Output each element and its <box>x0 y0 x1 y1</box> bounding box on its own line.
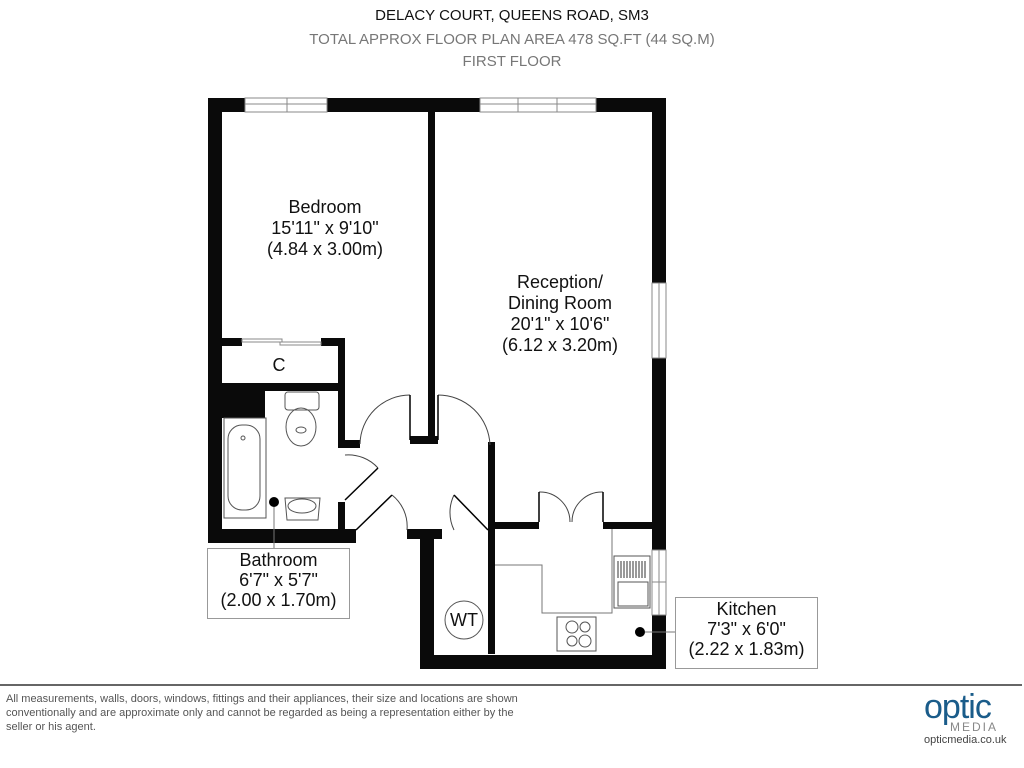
bathroom-imperial: 6'7" x 5'7" <box>239 570 318 590</box>
reception-window-top <box>479 97 597 113</box>
bedroom-name: Bedroom <box>288 197 362 217</box>
wash-basin <box>284 497 321 521</box>
bedroom-metric: (4.84 x 3.00m) <box>266 239 384 259</box>
logo-wordmark: optic <box>924 688 992 726</box>
kitchen-window <box>651 549 667 616</box>
logo-subtitle: MEDIA <box>950 720 999 734</box>
toilet <box>284 391 320 447</box>
kitchen-worktop <box>495 529 613 614</box>
reception-metric: (6.12 x 3.20m) <box>501 335 619 355</box>
bathroom-metric: (2.00 x 1.70m) <box>220 590 337 610</box>
bathroom-name: Bathroom <box>239 550 318 570</box>
reception-name-line1: Reception/ <box>516 272 604 292</box>
floor-level: FIRST FLOOR <box>462 53 562 70</box>
bedroom-label: Bedroom 15'11" x 9'10" (4.84 x 3.00m) <box>222 197 428 260</box>
reception-window-side <box>651 282 667 359</box>
footer-divider <box>0 684 1022 686</box>
optic-media-logo: optic MEDIA opticmedia.co.uk <box>924 690 1024 750</box>
kitchen-name: Kitchen <box>716 599 777 619</box>
water-tank-label: WT <box>450 610 478 630</box>
reception-imperial: 20'1" x 10'6" <box>510 314 610 334</box>
bedroom-window <box>244 97 328 113</box>
property-address: DELACY COURT, QUEENS ROAD, SM3 <box>375 7 649 24</box>
bedroom-imperial: 15'11" x 9'10" <box>271 218 379 238</box>
bath-tub <box>223 417 267 519</box>
kitchen-sink <box>613 555 651 609</box>
door-swings <box>344 394 604 531</box>
logo-website: opticmedia.co.uk <box>924 734 1007 746</box>
kitchen-marker-dot <box>635 627 645 637</box>
cupboard-sliding-door <box>241 338 322 346</box>
reception-name-line2: Dining Room <box>507 293 613 313</box>
reception-label: Reception/ Dining Room 20'1" x 10'6" (6.… <box>470 272 650 356</box>
hob-cooker <box>556 616 597 652</box>
total-floor-area: TOTAL APPROX FLOOR PLAN AREA 478 SQ.FT (… <box>309 31 715 48</box>
disclaimer-text: All measurements, walls, doors, windows,… <box>6 693 518 733</box>
bathroom-label-box: Bathroom 6'7" x 5'7" (2.00 x 1.70m) <box>207 548 350 619</box>
water-tank-circle <box>444 600 484 640</box>
kitchen-label-box: Kitchen 7'3" x 6'0" (2.22 x 1.83m) <box>675 597 818 669</box>
bathroom-marker-dot <box>269 497 279 507</box>
cupboard-label: C <box>272 355 286 375</box>
kitchen-imperial: 7'3" x 6'0" <box>707 619 786 639</box>
kitchen-metric: (2.22 x 1.83m) <box>688 639 805 659</box>
